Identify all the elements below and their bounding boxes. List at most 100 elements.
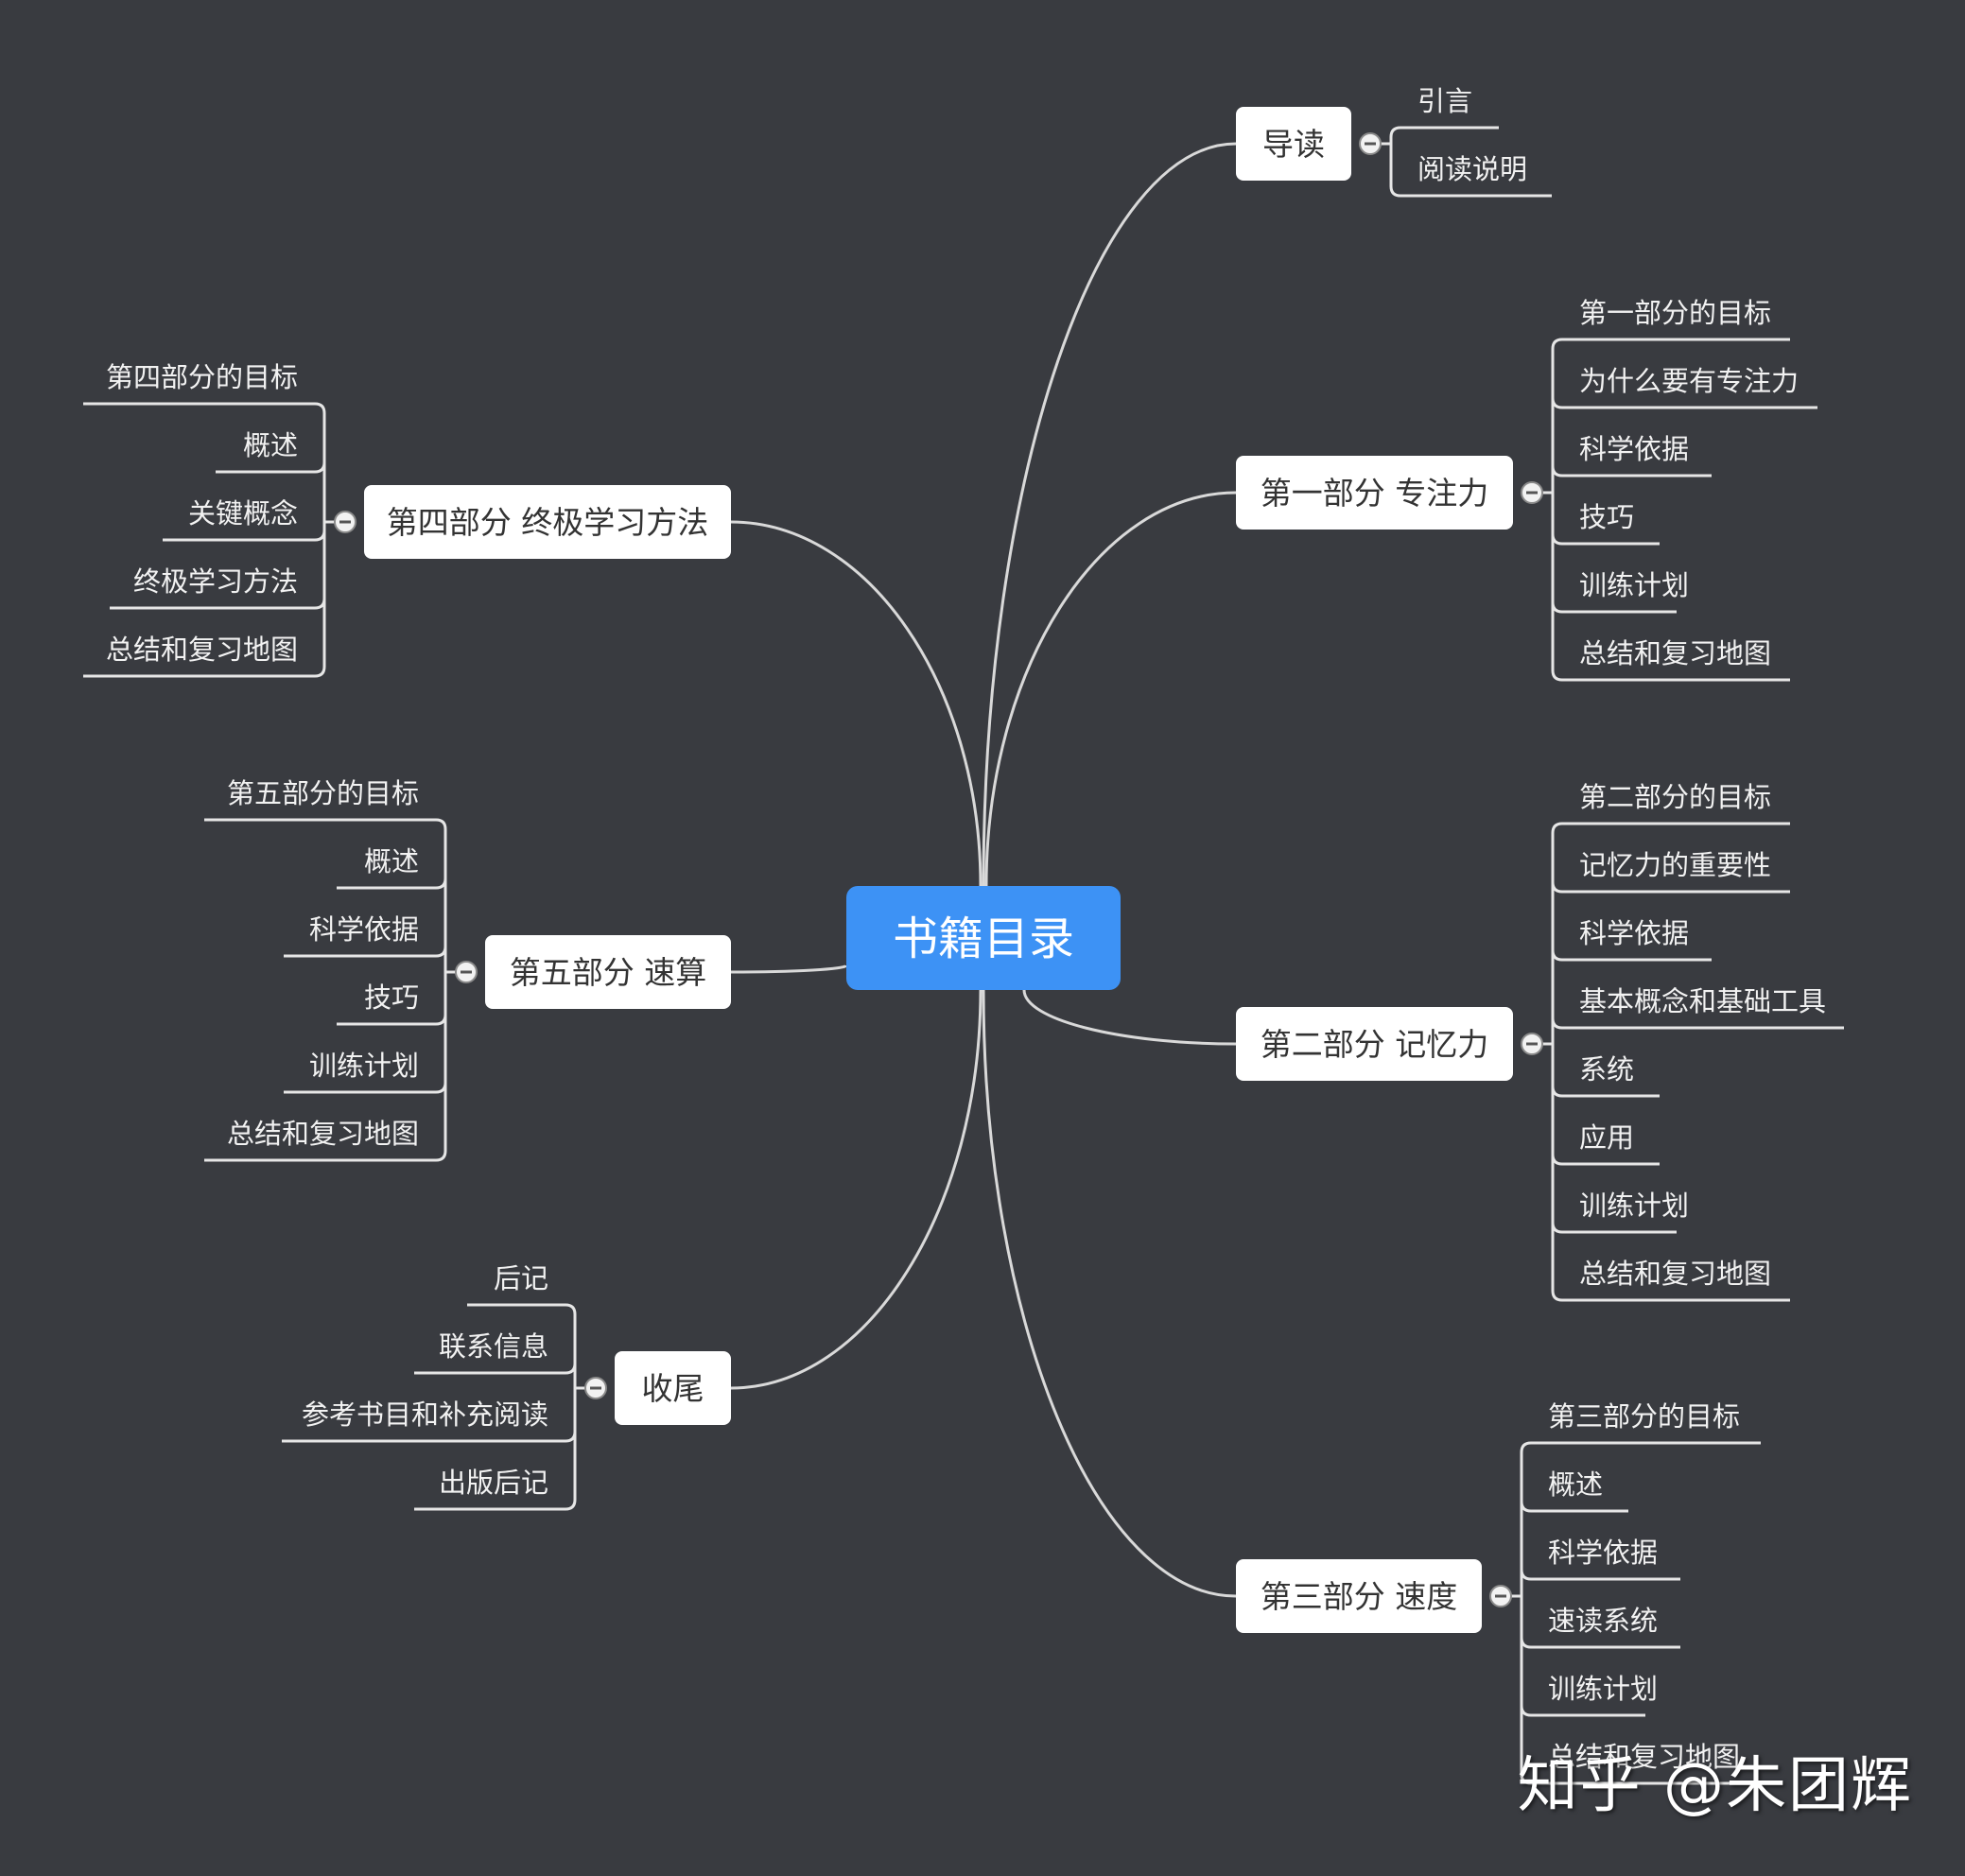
leaf-part5-5[interactable]: 总结和复习地图 [204, 1118, 436, 1162]
branch-node-part1[interactable]: 第一部分 专注力 [1236, 456, 1513, 530]
leaf-part3-2-label: 科学依据 [1548, 1537, 1658, 1569]
branch-node-ending-label: 收尾 [642, 1370, 704, 1407]
leaf-part3-1[interactable]: 概述 [1531, 1468, 1628, 1513]
branch-node-part2-box [1236, 1007, 1513, 1081]
leaf-guide-1-label: 阅读说明 [1417, 153, 1527, 185]
leaf-part5-0-label: 第五部分的目标 [227, 777, 419, 809]
leaf-ending-1[interactable]: 联系信息 [414, 1330, 565, 1375]
leaf-ending-2-label: 参考书目和补充阅读 [302, 1398, 548, 1431]
leaf-part2-0[interactable]: 第二部分的目标 [1562, 781, 1790, 825]
leaf-part3-0[interactable]: 第三部分的目标 [1531, 1400, 1761, 1445]
leaf-part4-2[interactable]: 关键概念 [163, 497, 315, 542]
collapse-toggle-guide[interactable] [1359, 132, 1382, 155]
bracket-part3-tick [1520, 1705, 1532, 1717]
link-part2 [1022, 989, 1237, 1046]
leaf-part1-2[interactable]: 科学依据 [1562, 433, 1712, 478]
bracket-part1-tick [1551, 601, 1563, 614]
leaf-part2-5-label: 应用 [1579, 1121, 1634, 1154]
leaf-part2-5[interactable]: 应用 [1562, 1121, 1660, 1166]
leaf-part4-0-label: 第四部分的目标 [106, 361, 298, 393]
bracket-part1 [1551, 338, 1563, 682]
branch-node-part3[interactable]: 第三部分 速度 [1236, 1559, 1482, 1633]
bracket-part5-tick [435, 1082, 447, 1094]
bracket-ending-tick [565, 1363, 577, 1375]
leaf-part4-4-label: 总结和复习地图 [106, 634, 298, 666]
leaf-part1-1[interactable]: 为什么要有专注力 [1562, 365, 1817, 409]
leaf-guide-0-label: 引言 [1417, 85, 1472, 117]
branch-node-part4-box [364, 485, 731, 559]
leaf-part2-4[interactable]: 系统 [1562, 1053, 1660, 1098]
center-node-box [846, 886, 1121, 990]
leaf-part2-2-label: 科学依据 [1579, 917, 1689, 949]
leaf-part2-7[interactable]: 总结和复习地图 [1562, 1258, 1790, 1302]
leaf-part2-6[interactable]: 训练计划 [1562, 1190, 1689, 1234]
leaf-ending-0[interactable]: 后记 [467, 1262, 565, 1307]
bracket-part5 [435, 818, 447, 1162]
leaf-part3-5[interactable]: 总结和复习地图 [1531, 1741, 1761, 1785]
bracket-part2-tick [1551, 1017, 1563, 1030]
collapse-toggle-part5[interactable] [455, 961, 478, 983]
leaf-part1-5[interactable]: 总结和复习地图 [1562, 637, 1790, 682]
leaf-part4-0[interactable]: 第四部分的目标 [83, 361, 315, 406]
leaf-part5-5-label: 总结和复习地图 [227, 1118, 419, 1150]
branch-node-part4[interactable]: 第四部分 终极学习方法 [364, 485, 731, 559]
bracket-part3-tick [1520, 1501, 1532, 1513]
leaf-part2-0-label: 第二部分的目标 [1579, 781, 1771, 813]
leaf-part4-4[interactable]: 总结和复习地图 [83, 634, 315, 678]
leaf-part2-1[interactable]: 记忆力的重要性 [1562, 849, 1790, 894]
bracket-part4-tick [314, 461, 326, 474]
leaf-part5-1-label: 概述 [364, 845, 419, 877]
leaf-part5-2[interactable]: 科学依据 [284, 913, 436, 958]
leaf-part4-3[interactable]: 终极学习方法 [110, 565, 315, 610]
bracket-part5-tick [435, 946, 447, 958]
leaf-part4-2-label: 关键概念 [188, 497, 298, 530]
leaf-part1-4[interactable]: 训练计划 [1562, 569, 1689, 614]
leaf-part1-0[interactable]: 第一部分的目标 [1562, 297, 1790, 341]
leaf-part5-1[interactable]: 概述 [337, 845, 436, 890]
center-node[interactable]: 书籍目录 [846, 886, 1121, 990]
leaf-part3-3[interactable]: 速读系统 [1531, 1605, 1680, 1649]
leaf-part4-1-label: 概述 [243, 429, 298, 461]
leaf-part2-2[interactable]: 科学依据 [1562, 917, 1712, 962]
leaf-part3-4-label: 训练计划 [1548, 1673, 1658, 1705]
branch-node-part3-box [1236, 1559, 1482, 1633]
bracket-part1-tick [1551, 533, 1563, 546]
branch-node-guide[interactable]: 导读 [1236, 107, 1351, 181]
leaf-guide-1[interactable]: 阅读说明 [1400, 153, 1552, 198]
bracket-guide [1389, 126, 1401, 198]
leaf-ending-3[interactable]: 出版后记 [414, 1467, 565, 1511]
bracket-part2-tick [1551, 1154, 1563, 1166]
branch-node-guide-label: 导读 [1262, 126, 1325, 163]
bracket-part2 [1551, 822, 1563, 1302]
bracket-part3-tick [1520, 1569, 1532, 1581]
leaf-part4-3-label: 终极学习方法 [133, 565, 298, 598]
leaf-part2-3[interactable]: 基本概念和基础工具 [1562, 985, 1844, 1030]
bracket-part5-tick [435, 877, 447, 890]
branch-node-guide-box [1236, 107, 1351, 181]
branch-node-part1-box [1236, 456, 1513, 530]
collapse-toggle-ending[interactable] [584, 1377, 607, 1399]
branch-node-part5-label: 第五部分 速算 [510, 954, 707, 991]
collapse-toggle-part4[interactable] [334, 511, 356, 533]
bracket-part3-tick [1520, 1637, 1532, 1649]
leaf-part4-1[interactable]: 概述 [216, 429, 315, 474]
leaf-guide-0[interactable]: 引言 [1400, 85, 1499, 130]
leaf-part3-2[interactable]: 科学依据 [1531, 1537, 1680, 1581]
collapse-toggle-part3[interactable] [1489, 1585, 1512, 1607]
collapse-toggle-part2[interactable] [1521, 1033, 1543, 1055]
leaf-part5-4[interactable]: 训练计划 [284, 1050, 436, 1094]
leaf-part3-1-label: 概述 [1548, 1468, 1603, 1501]
leaf-part1-3[interactable]: 技巧 [1562, 501, 1660, 546]
collapse-toggle-part1[interactable] [1521, 481, 1543, 504]
leaf-part3-3-label: 速读系统 [1548, 1605, 1658, 1637]
leaf-part5-0[interactable]: 第五部分的目标 [204, 777, 436, 822]
branch-node-part2[interactable]: 第二部分 记忆力 [1236, 1007, 1513, 1081]
branch-node-part5[interactable]: 第五部分 速算 [485, 935, 731, 1009]
leaf-part2-7-label: 总结和复习地图 [1579, 1258, 1771, 1290]
branch-node-ending[interactable]: 收尾 [615, 1351, 731, 1425]
leaf-part5-3[interactable]: 技巧 [337, 981, 436, 1026]
leaf-part3-4[interactable]: 训练计划 [1531, 1673, 1658, 1717]
link-part5 [730, 964, 848, 974]
leaf-ending-2[interactable]: 参考书目和补充阅读 [282, 1398, 565, 1443]
